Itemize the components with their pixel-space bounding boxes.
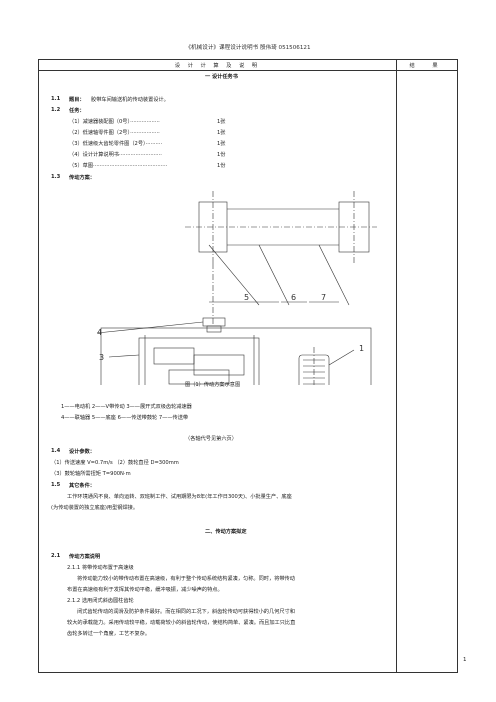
task-5: （5）草图···································… (69, 163, 168, 169)
s13-label: 传动方案： (69, 175, 95, 181)
axis-note: （各轴代号见第六页） (185, 436, 237, 442)
task-5-count: 1份 (217, 163, 226, 169)
header-divider (39, 70, 457, 71)
diagram-legend-1: 1——电动机 2——V带传动 3——展开式双级齿轮减速器 (61, 404, 192, 410)
s11-label: 题目： (69, 97, 85, 103)
label-2: 2 (359, 384, 364, 385)
p211-line-2: 布置在高速级有利于发挥其传动平稳，缓冲吸振，减少噪声的特点。 (67, 587, 223, 593)
p212-line-1: 闭式齿轮传动的润滑及防护条件最好。而在相同的工况下，斜齿轮传动可获得较小的几何尺… (77, 609, 295, 615)
gear-pair-3 (168, 369, 230, 385)
leader-7 (318, 244, 350, 306)
content-table: 设 计 计 算 及 说 明 结 果 一 设计任务书 1.1 题目： 胶带车间输送… (38, 59, 458, 673)
column-header-result: 结 果 (409, 63, 446, 69)
section-title-2: 二、传动方案拟定 (205, 529, 247, 535)
s13-num: 1.3 (51, 174, 61, 180)
section-title-1: 一 设计任务书 (205, 74, 238, 80)
task-1-count: 1张 (217, 119, 226, 125)
gear-pair-1 (153, 347, 195, 365)
page-header: 《机械设计》课程设计说明书 殷伟琦 051506121 (185, 45, 311, 51)
coupling (202, 317, 226, 327)
task-2-count: 1张 (217, 130, 226, 136)
params-line-1: （1）传送速度 V=0.7m/s （2）鼓轮直径 D=300mm (51, 460, 179, 466)
leader-5 (208, 244, 260, 306)
p212-line-3: 齿轮多转过一个角度，工艺不复杂。 (67, 631, 151, 637)
label-3: 3 (99, 353, 104, 362)
label-1: 1 (359, 344, 364, 353)
column-divider (396, 60, 397, 672)
p212-line-2: 较大的承载能力。采用传动较平稳，动载荷较小的斜齿轮传动，使结构简单、紧凑。而且加… (67, 620, 296, 626)
label-6: 6 (291, 293, 296, 302)
s11-text: 胶带车间输送机的传动装置设计。 (91, 97, 169, 103)
s12-label: 任务： (69, 108, 85, 114)
leader-3 (108, 354, 140, 358)
task-2: （2）低速轴零件图（2号）·················· (69, 130, 160, 136)
task-3-count: 1张 (217, 141, 226, 147)
page-number: 1 (463, 657, 467, 663)
s12-num: 1.2 (51, 107, 61, 113)
s14-num: 1.4 (51, 448, 61, 454)
p211-line-1: 将传动能力较小的带传动布置在高速级，有利于整个传动系统结构紧凑，匀称。同时，将带… (77, 576, 295, 582)
leader-4 (96, 321, 204, 334)
diagram-caption: 图（1）传动方案示意图 (185, 382, 241, 388)
s15-num: 1.5 (51, 482, 61, 488)
other-conditions-2: (为传动装置的独立底座)用型钢焊接。 (51, 505, 139, 511)
coupling-hub (206, 325, 222, 333)
diagram-legend-2: 4——联轴器 5——底座 6——传送带鼓轮 7——传送带 (61, 415, 189, 421)
s21-label: 传动方案说明 (69, 554, 101, 560)
task-4-count: 1份 (217, 152, 226, 158)
label-7: 7 (321, 293, 326, 302)
reducer-housing (138, 337, 260, 385)
column-header-description: 设 计 计 算 及 说 明 (174, 63, 261, 69)
base-outline (100, 327, 372, 385)
s11-num: 1.1 (51, 96, 61, 102)
transmission-diagram: 1 2 3 4 5 6 7 (96, 191, 377, 385)
params-line-2: （3）鼓轮轴所需扭矩 T=900N·m (51, 471, 131, 477)
leader-6 (258, 244, 290, 306)
s15-label: 其它条件： (69, 483, 95, 489)
task-1: （1）减速器装配图（0号）·················· (69, 119, 160, 125)
label-4: 4 (97, 328, 102, 337)
leader-1 (328, 349, 355, 366)
gear-pair-2 (193, 354, 245, 376)
label-5: 5 (244, 293, 249, 302)
task-3: （3）低速级大齿轮零件图（2号）·········· (69, 141, 163, 147)
s21-num: 2.1 (51, 553, 61, 559)
other-conditions-1: 工作环境通风不良、单向运转、双班制工作、试用期限为8年(年工作日300天)、小批… (67, 494, 292, 500)
task-4: （4）设计计算说明书·························· (69, 152, 162, 158)
p211-title: 2.1.1 将带传动布置于高速级 (67, 565, 134, 571)
s14-label: 设计参数： (69, 449, 95, 455)
p212-title: 2.1.2 选用闭式斜齿圆柱齿轮 (67, 598, 134, 604)
